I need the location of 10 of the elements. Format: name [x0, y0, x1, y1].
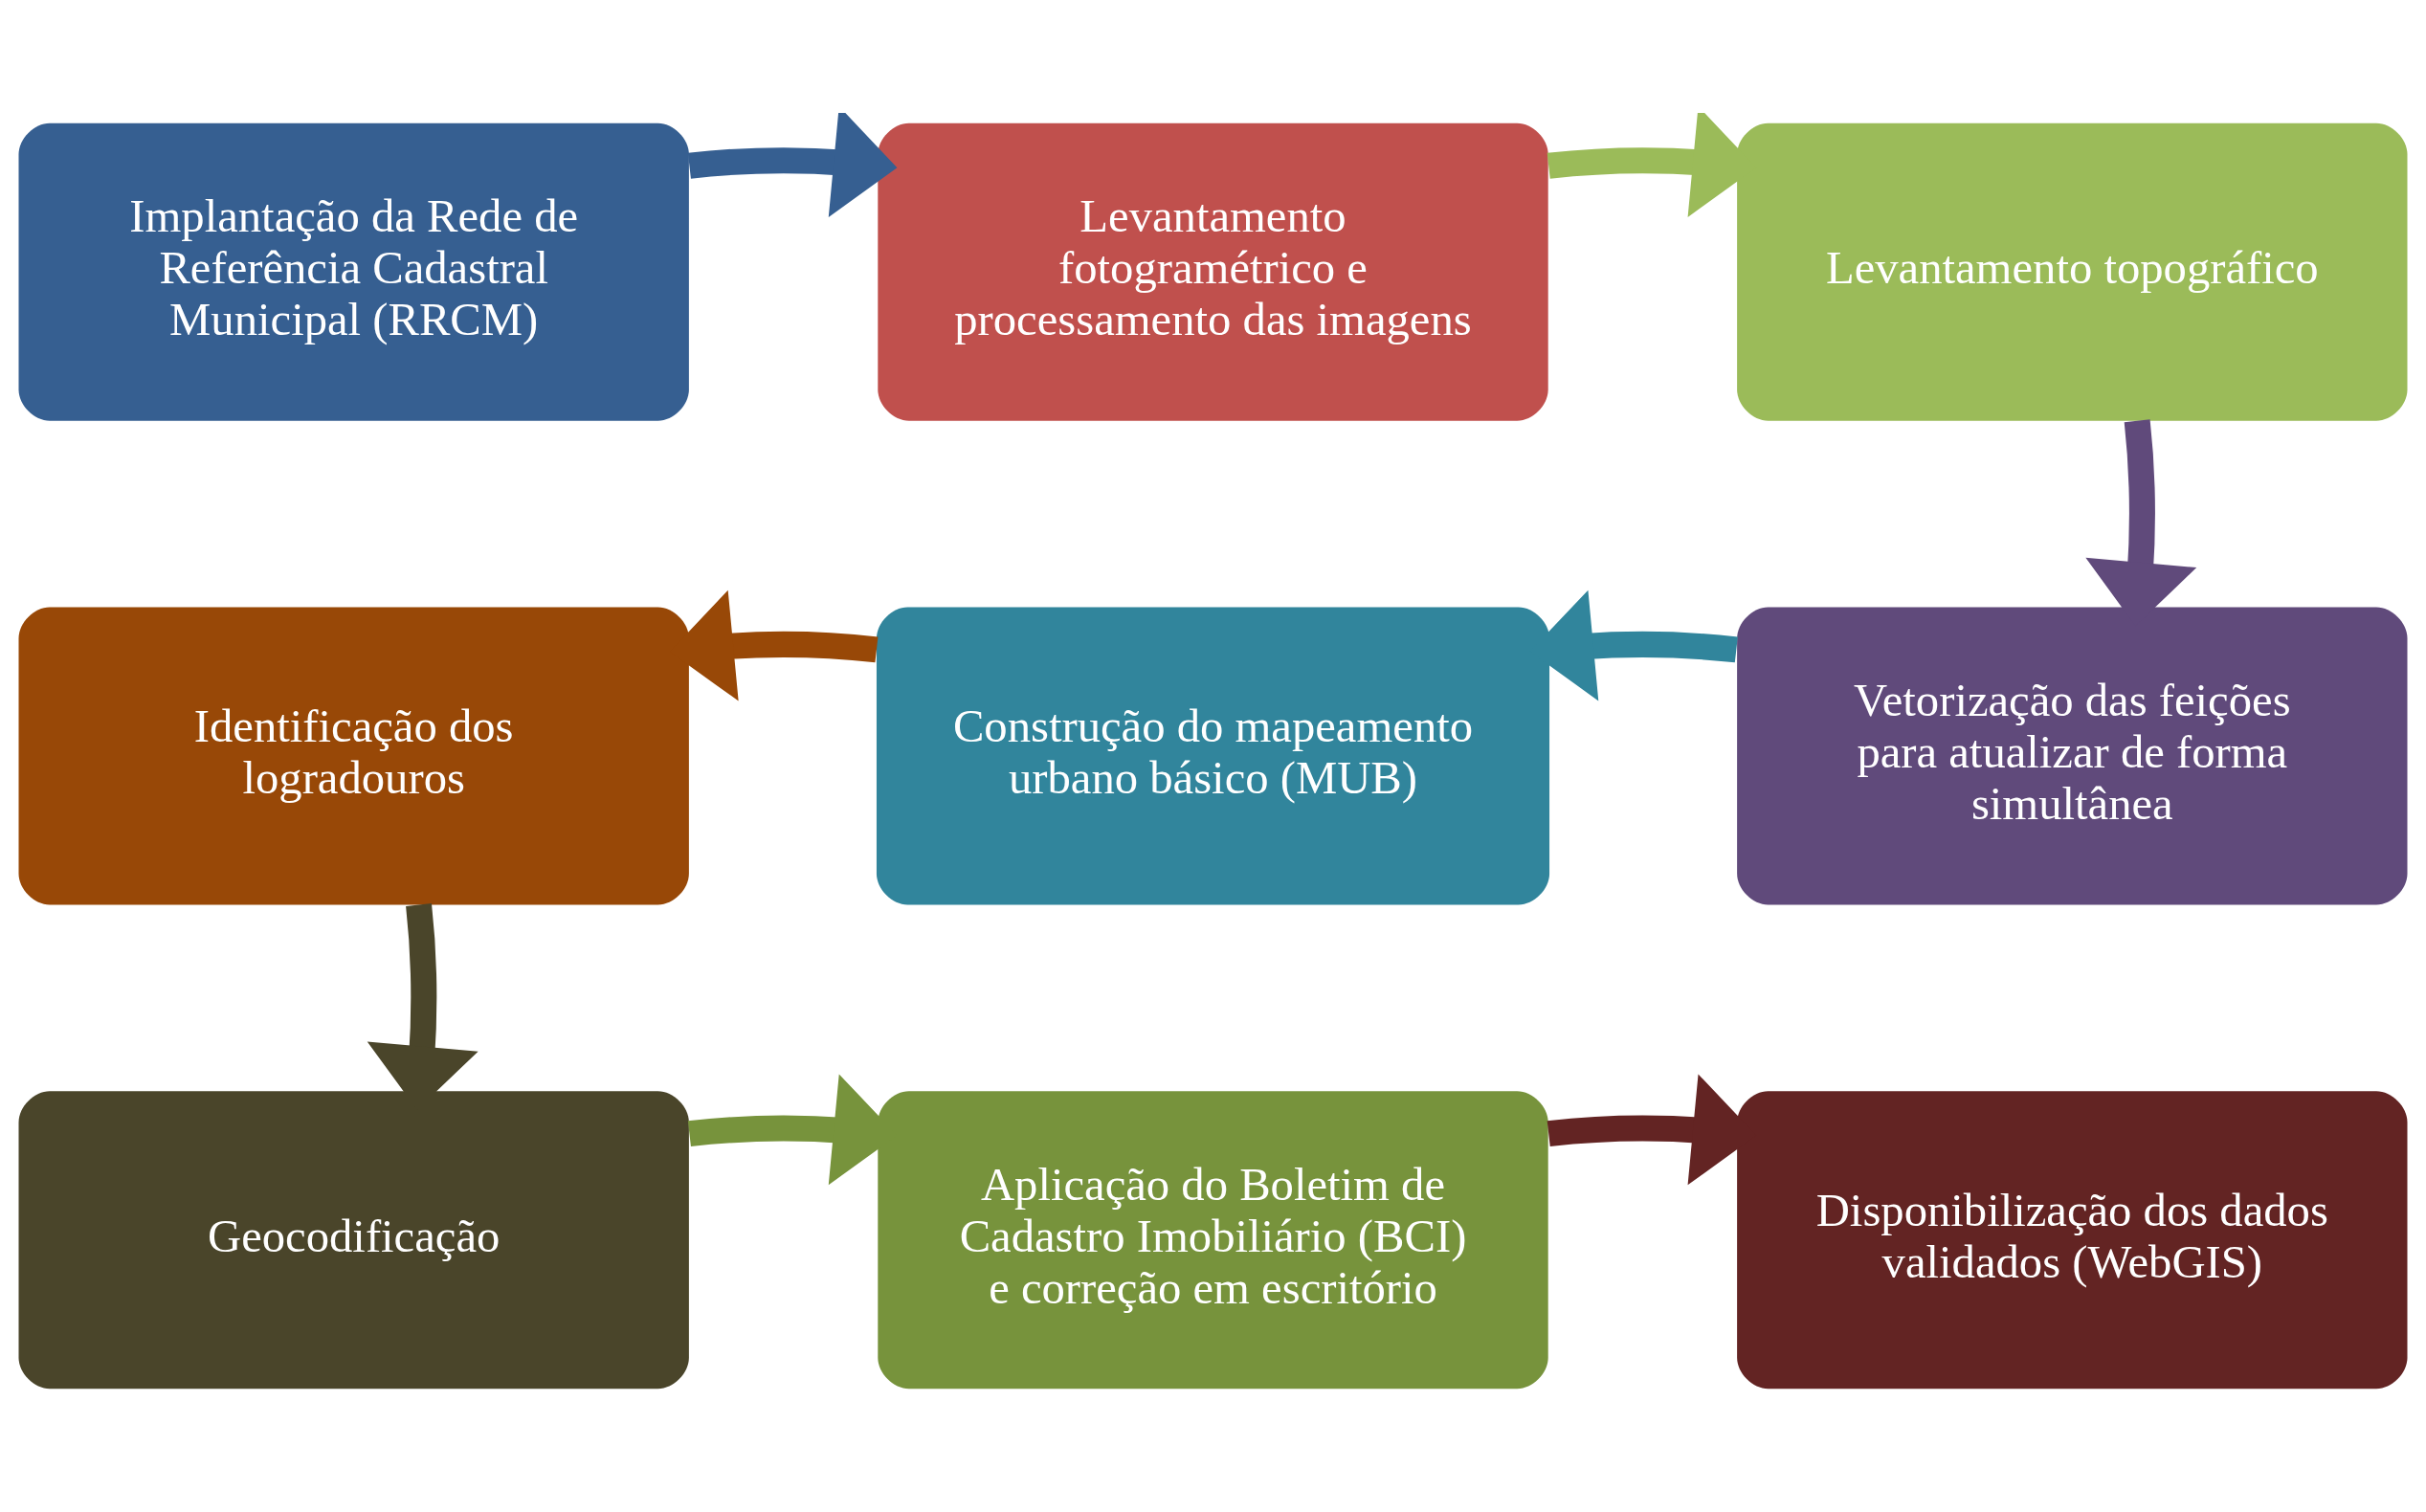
node-box: Identificação dos logradouros — [18, 607, 689, 905]
node-box: Vetorização das feições para atualizar de forma simultânea — [1737, 607, 2408, 905]
node-box: Levantamento fotogramétrico e processamento das imagens — [878, 122, 1548, 421]
node-box: Aplicação do Boletim de Cadastro Imobiliário (BCI) e correção em escritório — [878, 1091, 1548, 1390]
node-box: Disponibilização dos dados validados (WebGIS) — [1737, 1091, 2408, 1390]
arrow — [688, 113, 898, 217]
node-box: Levantamento topográfico — [1737, 122, 2408, 421]
node-box: Implantação da Rede de Referência Cadastral Municipal (RRCM) — [18, 122, 689, 421]
node-box: Construção do mapeamento urbano básico (MUB) — [876, 607, 1550, 905]
node-box: Geocodificação — [18, 1091, 689, 1390]
